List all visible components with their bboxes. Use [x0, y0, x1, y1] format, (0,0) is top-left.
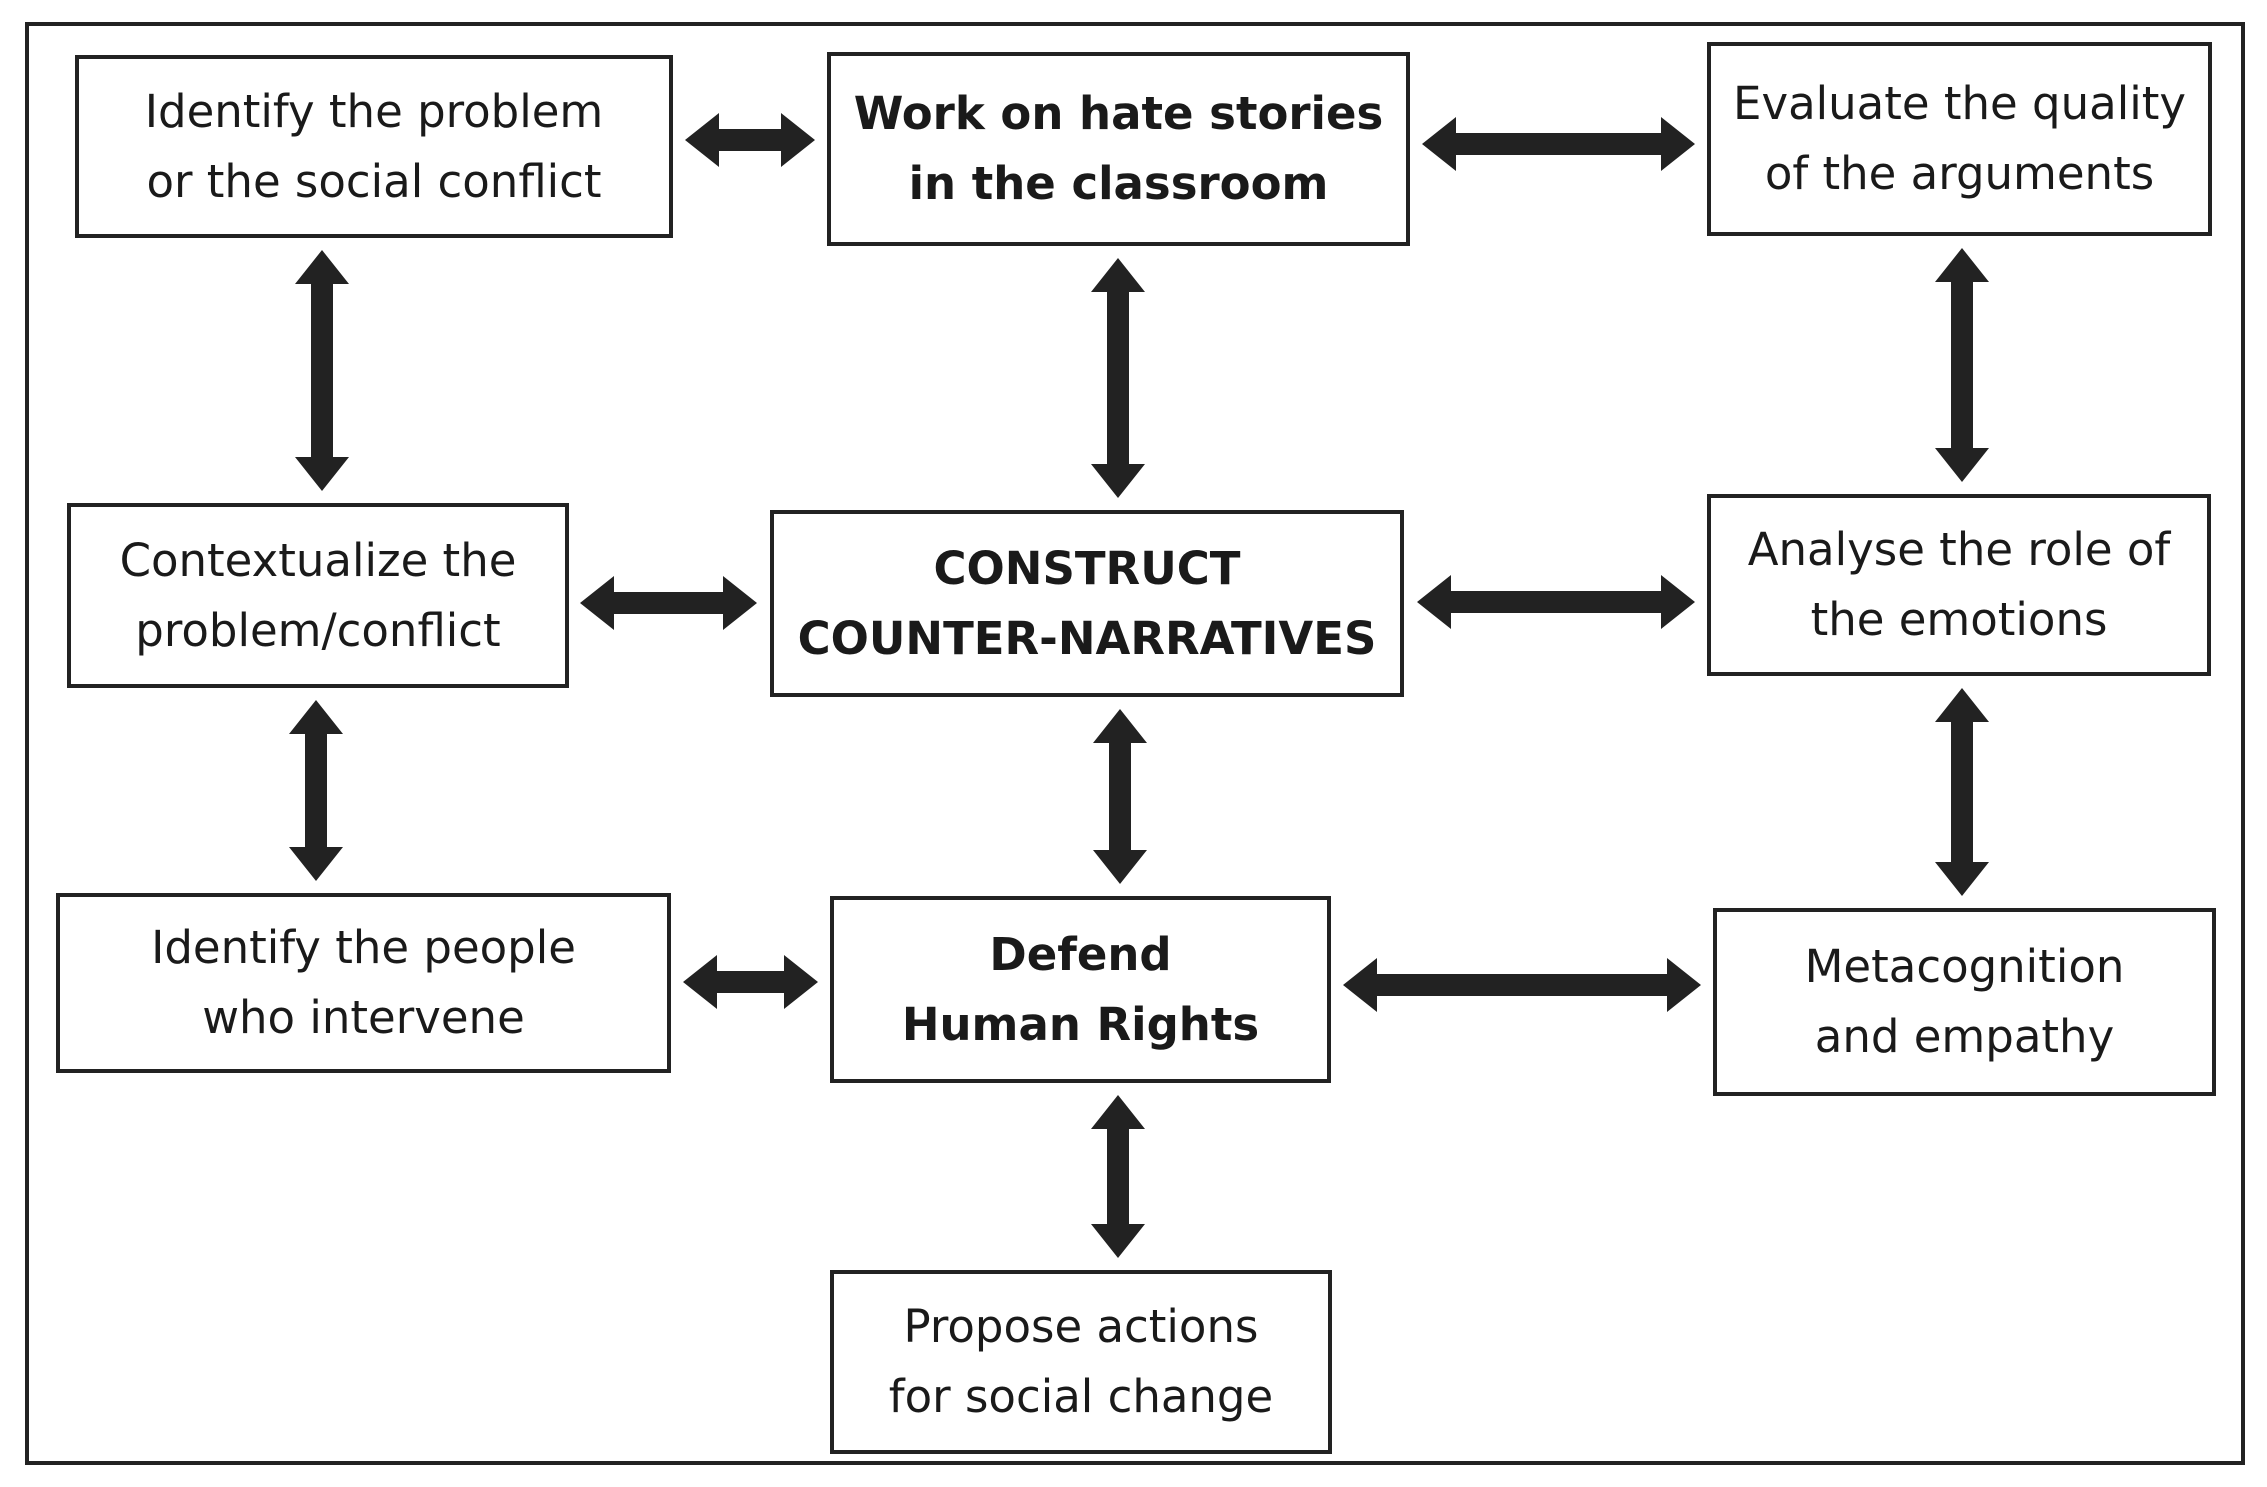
box-line: Identify the people [151, 921, 576, 975]
box-line: Contextualize the [119, 533, 517, 587]
box-line: Propose actions [903, 1300, 1259, 1354]
box-contextualize: Contextualize the problem/conflict [67, 503, 569, 688]
double-arrow-icon [289, 700, 343, 881]
box-line: for social change [888, 1370, 1274, 1423]
box-line: Defend [989, 927, 1172, 981]
box-identify-people: Identify the people who intervene [56, 893, 671, 1073]
double-arrow-icon [1091, 1095, 1145, 1258]
box-line: Metacognition [1804, 940, 2125, 994]
box-propose-actions: Propose actions for social change [830, 1270, 1332, 1454]
box-line: of the arguments [1764, 147, 2155, 200]
box-line: who intervene [202, 991, 525, 1044]
double-arrow-icon [295, 250, 349, 491]
double-arrow-icon [1935, 688, 1989, 896]
double-arrow-icon [1935, 248, 1989, 482]
box-line: CONSTRUCT [933, 541, 1241, 595]
box-metacognition-empathy: Metacognition and empathy [1713, 908, 2216, 1096]
box-line: COUNTER-NARRATIVES [797, 611, 1377, 665]
box-evaluate-arguments: Evaluate the quality of the arguments [1707, 42, 2212, 236]
box-work-hate-stories: Work on hate stories in the classroom [827, 52, 1410, 246]
box-line: Identify the problem [144, 84, 604, 138]
double-arrow-icon [1422, 117, 1695, 171]
double-arrow-icon [1343, 958, 1701, 1012]
double-arrow-icon [685, 113, 815, 167]
double-arrow-icon [580, 576, 757, 630]
box-line: problem/conflict [135, 603, 501, 657]
box-line: Analyse the role of [1747, 523, 2171, 577]
box-line: the emotions [1810, 593, 2108, 646]
box-line: Work on hate stories [853, 87, 1384, 141]
double-arrow-icon [1093, 709, 1147, 884]
box-analyse-emotions: Analyse the role of the emotions [1707, 494, 2211, 676]
box-defend-human-rights: Defend Human Rights [830, 896, 1331, 1083]
diagram-frame [25, 22, 2245, 1465]
box-construct-counter-narratives: CONSTRUCT COUNTER-NARRATIVES [770, 510, 1404, 697]
box-line: or the social conflict [146, 154, 602, 208]
box-line: Human Rights [901, 997, 1260, 1051]
box-line: and empathy [1814, 1010, 2115, 1063]
double-arrow-icon [1417, 575, 1695, 629]
double-arrow-icon [1091, 258, 1145, 498]
box-line: in the classroom [908, 157, 1329, 210]
box-identify-problem: Identify the problem or the social confl… [75, 55, 673, 238]
double-arrow-icon [683, 955, 818, 1009]
box-line: Evaluate the quality [1733, 77, 2186, 131]
